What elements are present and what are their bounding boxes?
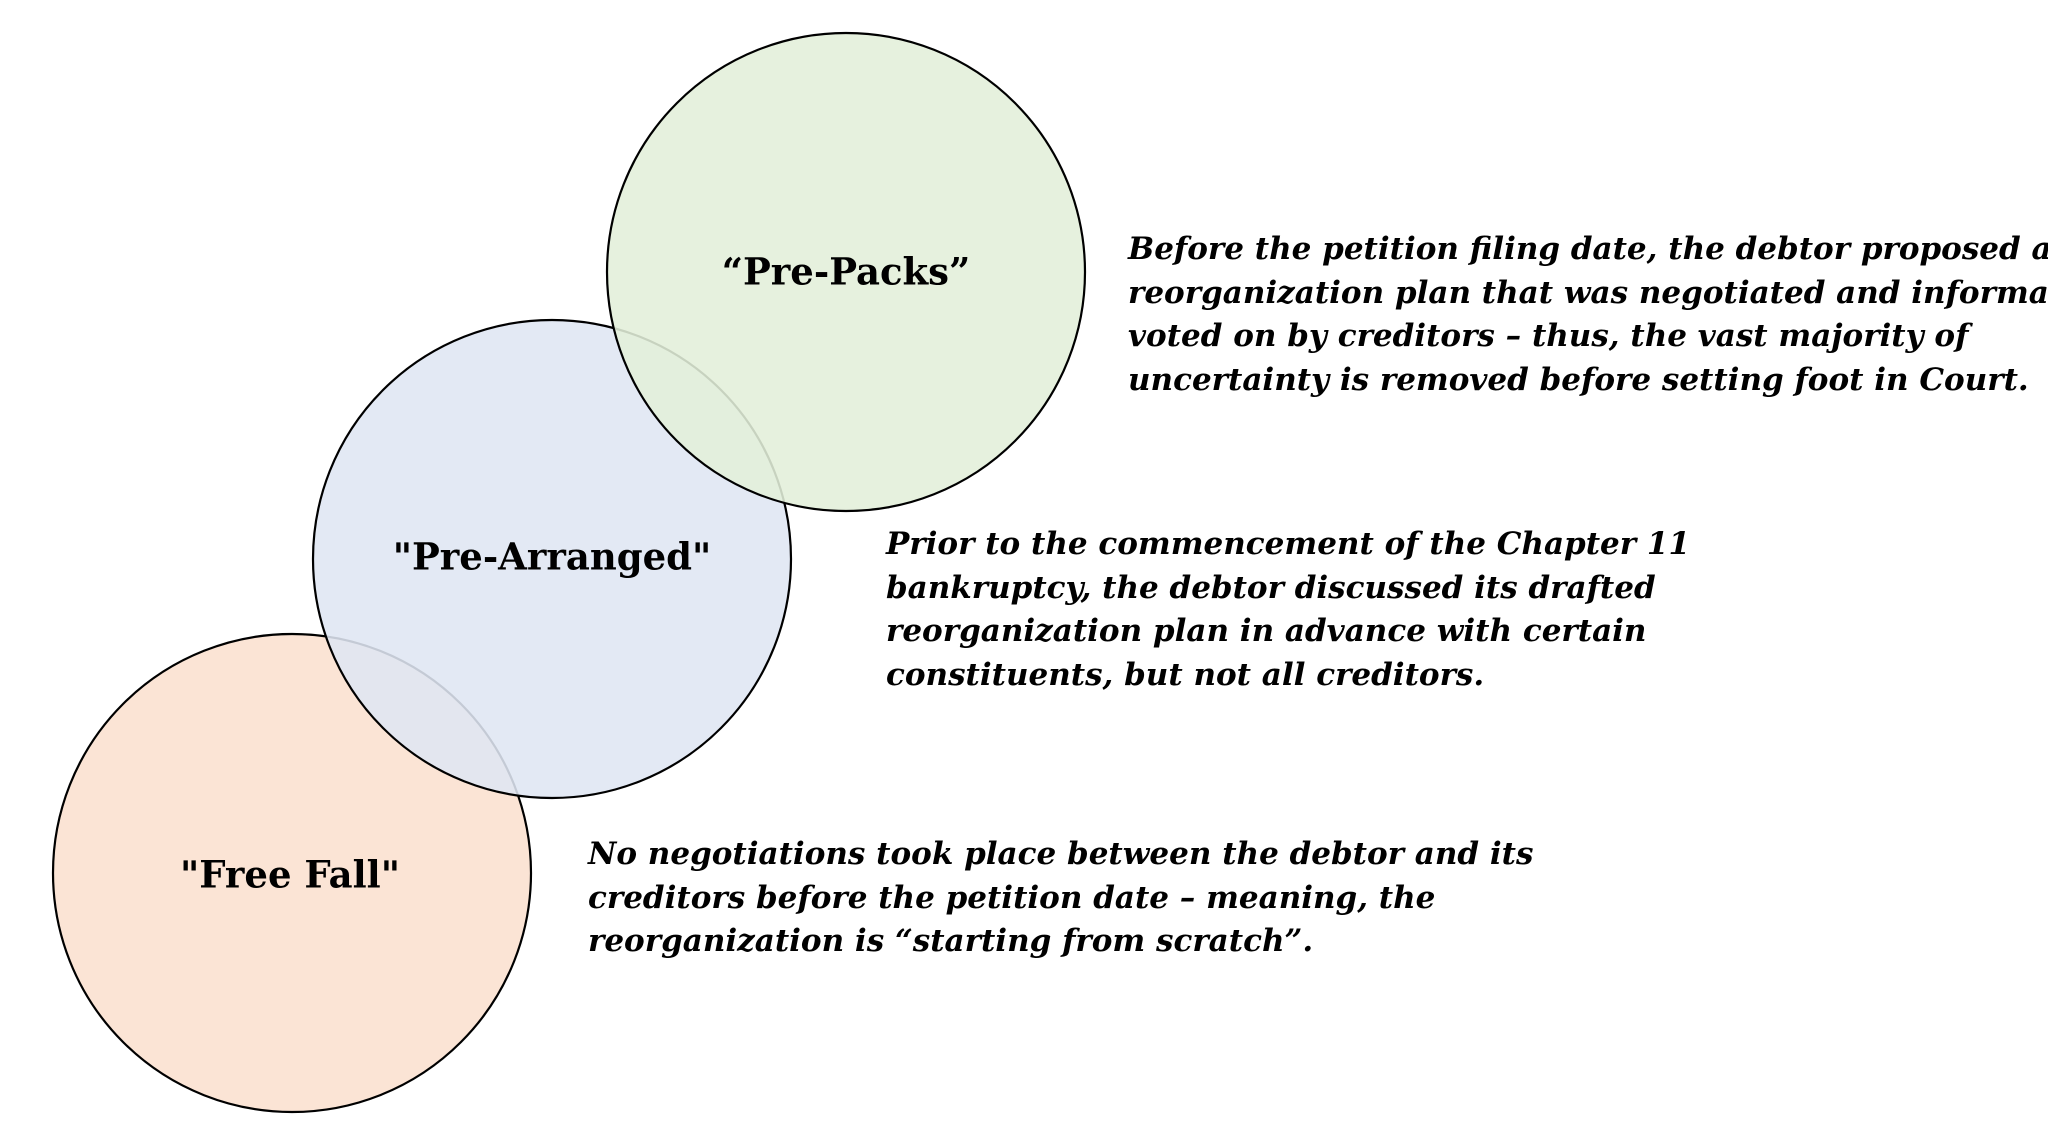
description-line: bankruptcy, the debtor discussed its dra… (886, 569, 1656, 606)
pre-packs-circle (605, 31, 1087, 513)
description-line: creditors before the petition date – mea… (588, 879, 1436, 916)
description-line: reorganization is “starting from scratch… (588, 923, 1314, 959)
description-line: Before the petition filing date, the deb… (1128, 231, 2048, 267)
description-line: constituents, but not all creditors. (886, 656, 1485, 693)
pre-arranged-description: Prior to the commencement of the Chapter… (886, 523, 1690, 697)
description-line: reorganization plan in advance with cert… (886, 613, 1647, 649)
pre-arranged-label: "Pre-Arranged" (393, 535, 712, 579)
description-line: reorganization plan that was negotiated … (1128, 274, 2048, 311)
pre-packs-label: “Pre-Packs” (722, 250, 971, 294)
pre-arranged-circle (311, 318, 793, 800)
description-line: Prior to the commencement of the Chapter… (886, 526, 1691, 562)
free-fall-description: No negotiations took place between the d… (588, 833, 1533, 964)
description-line: No negotiations took place between the d… (588, 836, 1534, 872)
pre-packs-description: Before the petition filing date, the deb… (1128, 228, 2048, 402)
description-line: voted on by creditors – thus, the vast m… (1128, 318, 1969, 354)
description-line: uncertainty is removed before setting fo… (1128, 361, 2029, 398)
free-fall-label: "Free Fall" (180, 853, 400, 897)
